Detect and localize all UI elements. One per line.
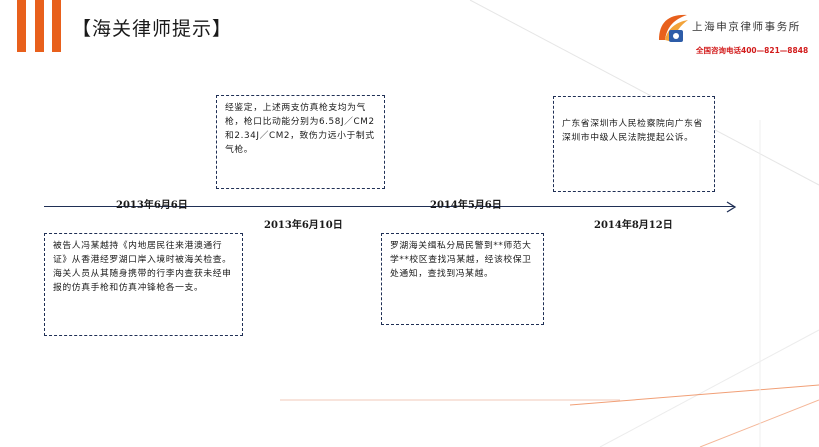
event-date: 2013年6月6日 (116, 200, 188, 211)
accent-bar (52, 0, 61, 52)
arrow-right-icon (726, 201, 737, 213)
event-card: 罗湖海关缉私分局民警到**师范大学**校区查找冯某越，经该校保卫处通知，查找到冯… (381, 233, 544, 325)
event-card: 被告人冯某越持《内地居民往来港澳通行证》从香港经罗湖口岸入境时被海关检查。海关人… (44, 233, 243, 336)
event-text: 罗湖海关缉私分局民警到**师范大学**校区查找冯某越，经该校保卫处通知，查找到冯… (390, 241, 532, 279)
timeline-axis (44, 206, 734, 207)
law-firm-logo-icon (659, 14, 688, 42)
event-text: 被告人冯某越持《内地居民往来港澳通行证》从香港经罗湖口岸入境时被海关检查。海关人… (53, 241, 232, 293)
event-date: 2014年8月12日 (594, 220, 673, 231)
event-text: 广东省深圳市人民检察院向广东省深圳市中级人民法院提起公诉。 (562, 119, 703, 143)
accent-bar (35, 0, 44, 52)
event-date: 2013年6月10日 (264, 220, 343, 231)
accent-bar (17, 0, 26, 52)
page-title: 【海关律师提示】 (72, 18, 233, 40)
hotline-text: 全国咨询电话400—821—8848 (696, 46, 809, 55)
event-text: 经鉴定，上述两支仿真枪支均为气枪，枪口比动能分别为6.58J／CM2和2.34J… (225, 103, 375, 155)
event-card: 广东省深圳市人民检察院向广东省深圳市中级人民法院提起公诉。 (553, 96, 715, 192)
logo-firm-name: 上海申京律师事务所 (692, 21, 801, 33)
event-card: 经鉴定，上述两支仿真枪支均为气枪，枪口比动能分别为6.58J／CM2和2.34J… (216, 95, 385, 189)
event-date: 2014年5月6日 (430, 200, 502, 211)
